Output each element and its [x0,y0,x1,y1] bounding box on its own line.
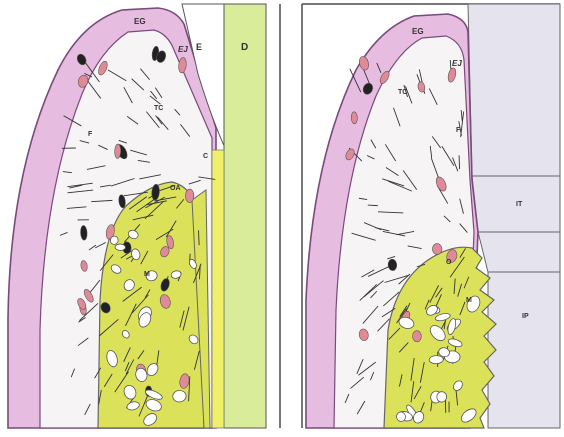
collagen-fiber [368,205,378,206]
label-right-it: IT [516,201,523,208]
label-right-o: O [446,259,452,266]
vessel-cell [432,243,442,254]
label-right-f: F [456,127,461,134]
label-right-tc: TC [398,89,407,96]
marrow-space [429,355,443,363]
marrow-space [115,244,125,251]
label-right-m: M [466,297,472,304]
label-right-ip: IP [522,313,529,320]
label-left-e: E [196,42,202,52]
label-right-eg: EG [412,27,424,36]
label-left-d: D [241,42,248,53]
label-left-m: M [144,271,150,278]
vessel-cell [114,144,121,159]
left-dentin [224,4,266,428]
collagen-fiber [199,230,200,245]
label-left-tc: TC [154,105,163,112]
label-left-c: C [203,153,208,160]
vessel-cell [185,189,194,203]
label-right-ej: EJ [452,59,462,68]
label-left-ej: EJ [178,45,188,54]
left-cementum [212,150,224,428]
vessel-cell [412,331,421,342]
right-panel: EG EJ TC F O M IT IP [302,4,560,428]
left-panel: EG EJ E D TC F C OA M [4,4,280,428]
vessel-cell [351,112,358,124]
label-left-f: F [88,131,93,138]
label-left-eg: EG [134,17,146,26]
label-left-oa: OA [170,185,181,192]
